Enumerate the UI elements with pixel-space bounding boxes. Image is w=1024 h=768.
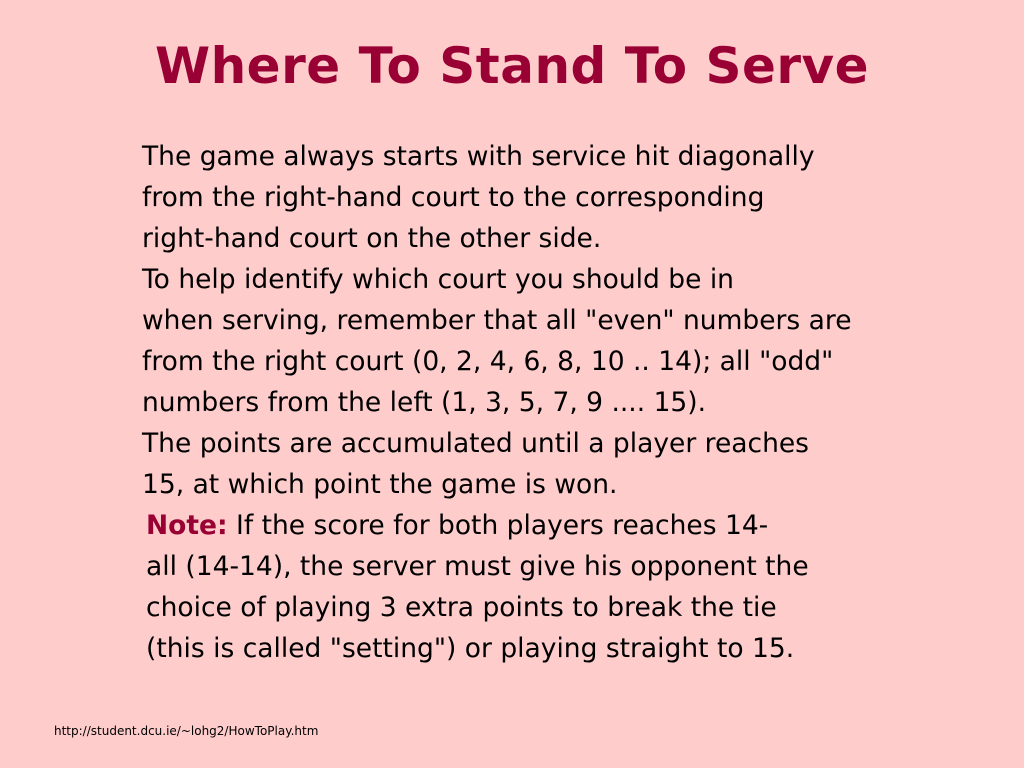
note-first-line-text: If the score for both players reaches 14…	[227, 510, 769, 541]
slide-title: Where To Stand To Serve	[154, 37, 870, 95]
paragraph-note: Note: If the score for both players reac…	[88, 505, 948, 669]
paragraph-service: The game always starts with service hit …	[88, 136, 948, 259]
text-line: choice of playing 3 extra points to brea…	[146, 592, 777, 623]
note-label: Note:	[146, 510, 228, 541]
footer-url: http://student.dcu.ie/~lohg2/HowToPlay.h…	[54, 724, 319, 738]
text-line: The points are accumulated until a playe…	[142, 428, 809, 459]
paragraph-court-numbers: To help identify which court you should …	[88, 259, 948, 423]
text-line: (this is called "setting") or playing st…	[146, 633, 795, 664]
text-line: from the right-hand court to the corresp…	[142, 182, 765, 213]
paragraph-points: The points are accumulated until a playe…	[88, 423, 948, 505]
slide-body: The game always starts with service hit …	[88, 136, 948, 669]
text-line: 15, at which point the game is won.	[142, 469, 618, 500]
text-line: To help identify which court you should …	[142, 264, 734, 295]
note-first-line: Note: If the score for both players reac…	[88, 505, 948, 546]
text-line: all (14-14), the server must give his op…	[146, 551, 809, 582]
text-line: right-hand court on the other side.	[142, 223, 602, 254]
text-line: when serving, remember that all "even" n…	[142, 305, 852, 336]
text-line: numbers from the left (1, 3, 5, 7, 9 ...…	[142, 387, 707, 418]
text-line: The game always starts with service hit …	[142, 141, 815, 172]
text-line: from the right court (0, 2, 4, 6, 8, 10 …	[142, 346, 834, 377]
